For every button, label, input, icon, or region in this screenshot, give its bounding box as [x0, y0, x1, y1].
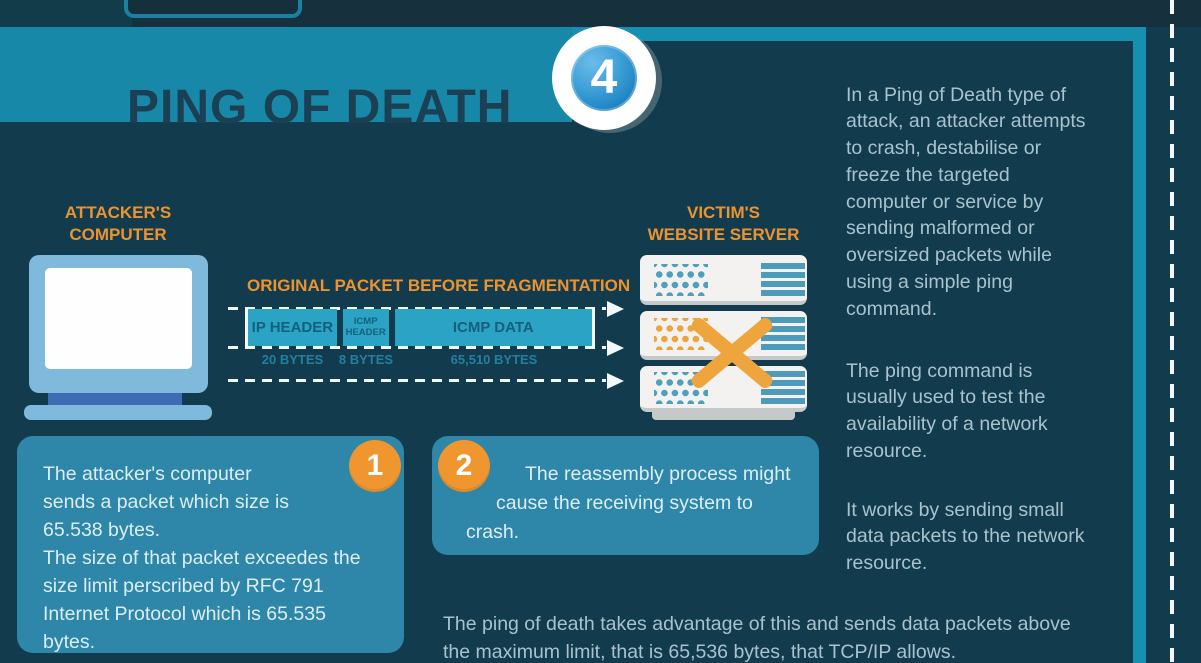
section-number: 4: [590, 51, 618, 104]
packet-segment-icmp-data: ICMP DATA: [394, 309, 592, 346]
intro-paragraph: In a Ping of Death type of attack, an at…: [846, 83, 1086, 320]
segment-size-label: 20 BYTES: [261, 351, 324, 367]
page-title: PING OF DEATH: [127, 81, 513, 135]
packet-structure-bar: IP HEADER ICMP HEADER ICMP DATA: [245, 309, 595, 346]
previous-section-remnant-box: [124, 0, 302, 18]
title-banner: [0, 27, 572, 122]
packet-flow-arrow-icon: [228, 372, 624, 389]
victim-label: VICTIM'S WEBSITE SERVER: [647, 203, 800, 244]
server-pedestal: [652, 412, 795, 420]
conclusion-paragraph: The ping of death takes advantage of thi…: [443, 612, 1071, 663]
segment-size-label: 8 BYTES: [338, 351, 394, 367]
ping-command-paragraph: The ping command is usually used to test…: [846, 359, 1048, 462]
top-left-patch: [0, 0, 132, 27]
step-1-badge: 1: [349, 440, 401, 492]
packet-segment-icmp-header: ICMP HEADER: [342, 309, 389, 346]
section-number-badge: 4: [552, 26, 656, 130]
how-it-works-paragraph: It works by sending small data packets t…: [846, 498, 1085, 575]
segment-size-label: 65,510 BYTES: [450, 351, 538, 367]
packet-flow-arrow-icon: [228, 339, 624, 356]
packet-flow-arrow-icon: [228, 300, 624, 317]
section-number-badge-inner: 4: [571, 45, 637, 111]
packet-segment-ip-header: IP HEADER: [248, 309, 337, 346]
step-2-badge: 2: [438, 440, 490, 492]
computer-base: [24, 405, 212, 420]
computer-stand: [48, 393, 182, 407]
teal-right-bar: [1133, 27, 1146, 663]
dashed-divider-line: [1170, 0, 1174, 663]
callout-box-1: The attacker's computer sends a packet w…: [17, 436, 404, 653]
attacker-label: ATTACKER'S COMPUTER: [64, 203, 172, 244]
server-vent-dots: [654, 264, 708, 296]
server-slot-bars: [761, 263, 805, 296]
callout-box-2: The reassembly process might cause the r…: [432, 436, 819, 555]
packet-diagram-title: ORIGINAL PACKET BEFORE FRAGMENTATION: [247, 276, 631, 295]
computer-screen: [45, 268, 192, 369]
